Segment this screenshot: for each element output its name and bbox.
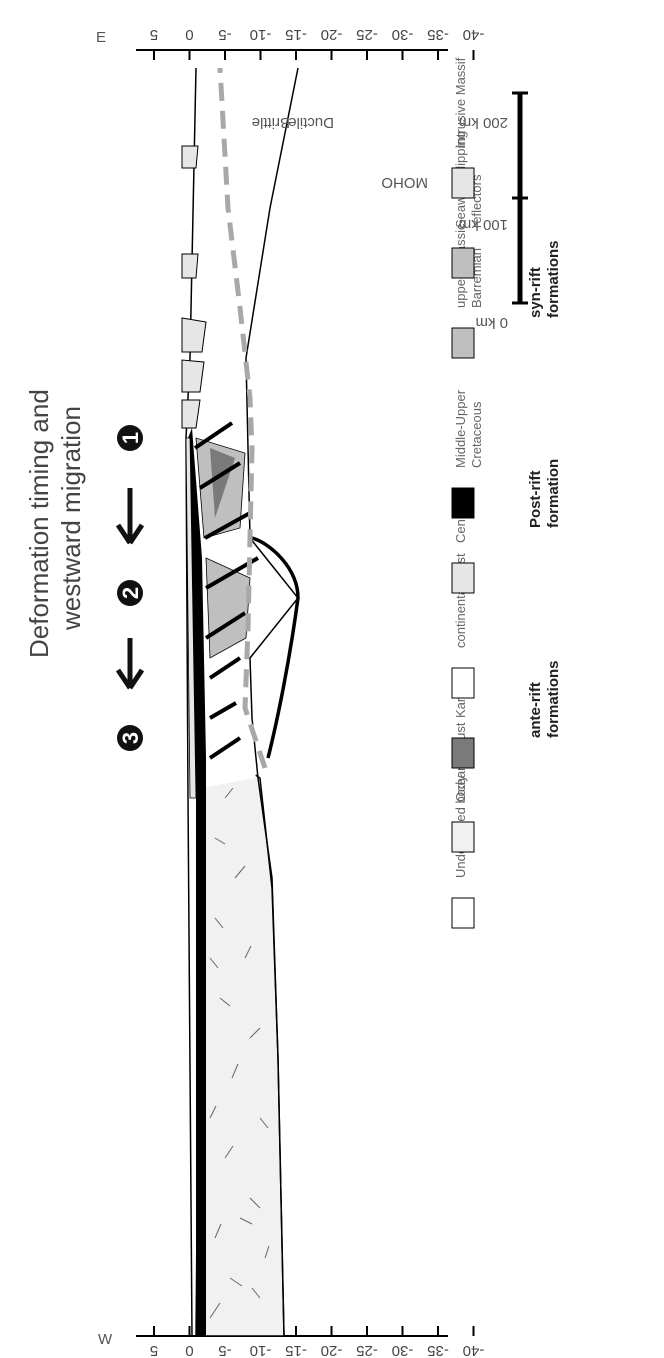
right-ticks-label: -25: [356, 26, 378, 43]
title-line-1: Deformation timing and: [24, 389, 54, 658]
right-ticks-label: -35: [427, 26, 449, 43]
legend-ante-rift-1: ante-rift: [527, 682, 544, 738]
left-ticks-label: 5: [150, 1342, 158, 1358]
right-ticks-label: -30: [392, 26, 414, 43]
legend-karoo-swatch: [452, 738, 474, 768]
left-ticks-label: -15: [285, 1342, 307, 1358]
phase-2-marker: 2: [117, 580, 143, 606]
left-ticks-label: -10: [250, 1342, 272, 1358]
right-ticks-label: -40: [463, 26, 485, 43]
legend-intrusive-swatch: [452, 168, 474, 198]
arrow-3-left-icon: [118, 638, 142, 688]
west-label: W: [98, 1331, 113, 1348]
phase-1-marker: 1: [117, 425, 143, 451]
moho-label: MOHO: [381, 174, 428, 191]
phase-3-label: 3: [118, 732, 143, 744]
legend: Underplated body Oceanic crust Karoo con…: [452, 57, 562, 928]
legend-cretaceous-swatch: [452, 488, 474, 518]
title-line-2: westward migration: [56, 406, 86, 631]
legend-cenozoic-swatch: [452, 563, 474, 593]
right-ticks-label: 5: [150, 26, 158, 43]
oceanic-crust: [196, 748, 284, 1336]
west-axis: 5 0 -5 -10 -15 -20 -25 -30 -35 -40 W: [98, 1326, 484, 1358]
legend-post-rift-1: Post-rift: [527, 471, 544, 529]
right-ticks-label: -5: [218, 26, 231, 43]
left-ticks-label: -30: [392, 1342, 414, 1358]
left-ticks-label: -5: [218, 1342, 231, 1358]
left-ticks-label: -25: [356, 1342, 378, 1358]
left-ticks-label: -35: [427, 1342, 449, 1358]
phase-1-label: 1: [118, 432, 143, 444]
brittle-label: Brittle: [252, 114, 290, 131]
legend-ante-rift-2: formations: [545, 660, 562, 738]
east-axis: 5 0 -5 -10 -15 -20 -25 -30 -35 -40 E: [96, 26, 484, 60]
east-label: E: [96, 29, 106, 46]
ductile-label: Ductile: [288, 114, 334, 131]
legend-jurassic-swatch: [452, 328, 474, 358]
arrow-2-left-icon: [118, 488, 142, 543]
legend-underplated-swatch: [452, 898, 474, 928]
legend-continental-swatch: [452, 668, 474, 698]
legend-cretaceous-label-1: Middle-Upper: [453, 389, 468, 468]
scale-0: 0 km: [475, 314, 508, 331]
left-ticks-label: 0: [185, 1342, 193, 1358]
left-ticks-label: -20: [321, 1342, 343, 1358]
phase-2-label: 2: [118, 587, 143, 599]
legend-syn-rift-2: formations: [545, 240, 562, 318]
right-ticks-label: -15: [285, 26, 307, 43]
legend-sdr-swatch: [452, 248, 474, 278]
legend-syn-rift-1: syn-rift: [527, 267, 544, 318]
phase-3-marker: 3: [117, 725, 143, 751]
right-ticks-label: -10: [250, 26, 272, 43]
legend-cretaceous-label-2: Cretaceous: [469, 401, 484, 468]
right-ticks-label: -20: [321, 26, 343, 43]
right-ticks-label: 0: [185, 26, 193, 43]
legend-oceanic-swatch: [452, 822, 474, 852]
left-ticks-label: -40: [463, 1342, 485, 1358]
legend-post-rift-2: formation: [545, 459, 562, 528]
legend-intrusive-label: Intrusive Massif: [453, 57, 468, 148]
